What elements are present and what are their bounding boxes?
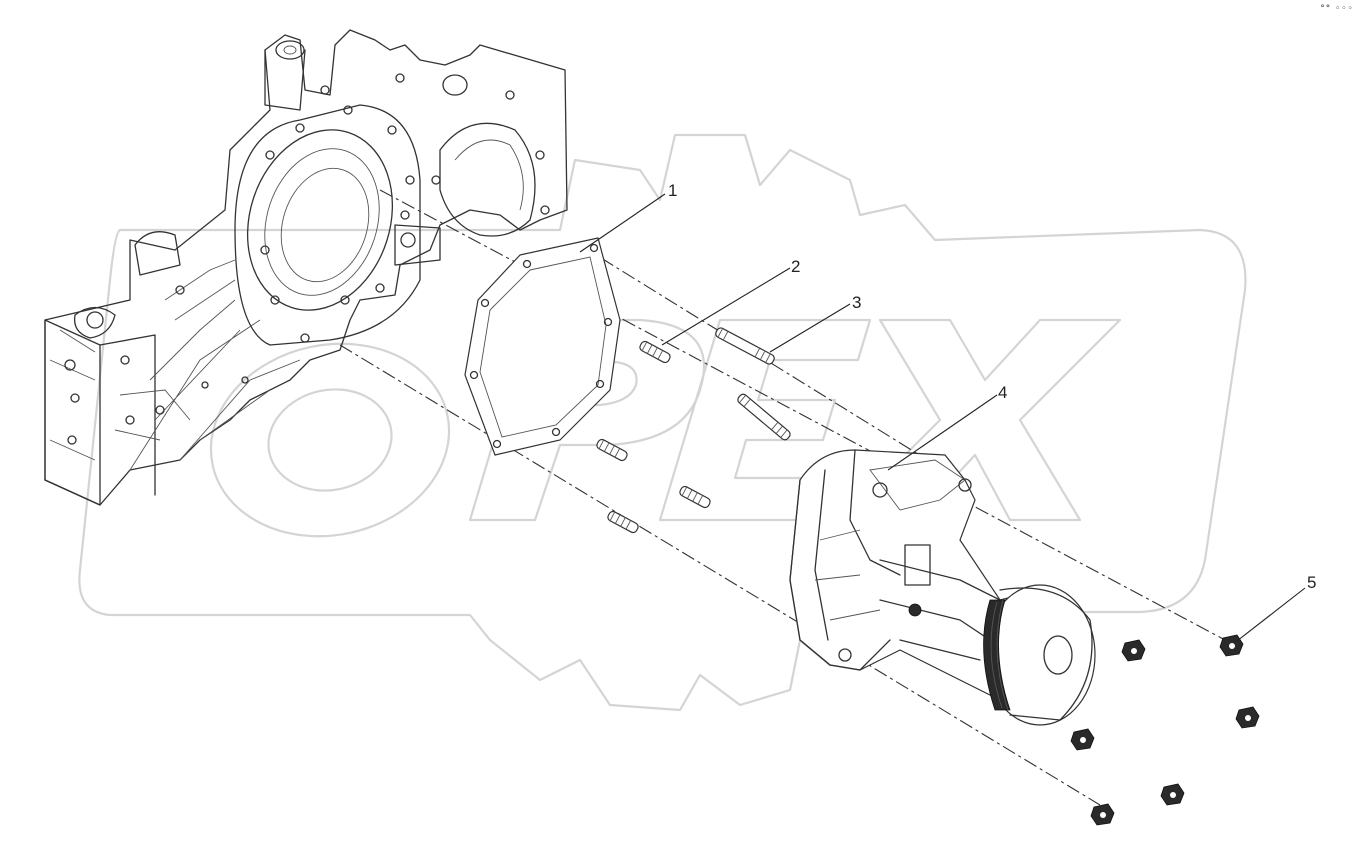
callout-label-2: 2 [791, 257, 800, 276]
watermark-letter-x [838, 318, 1122, 522]
callout-label-4: 4 [998, 383, 1007, 402]
callout-leader-4 [887, 394, 998, 471]
water-pump [789, 449, 1096, 726]
stud-long [737, 393, 791, 441]
stud-short [596, 438, 628, 462]
callout-leader-1 [579, 193, 666, 253]
callout-leader-5 [1236, 587, 1306, 642]
callout-label-1: 1 [668, 181, 677, 200]
watermark [78, 133, 1247, 712]
watermark-gear-outline [78, 133, 1247, 712]
watermark-letter-o-outer [209, 342, 451, 538]
stud-short-set [596, 340, 711, 534]
nut [1235, 706, 1260, 729]
callouts: 1 2 3 4 5 [579, 181, 1316, 642]
nut [1070, 728, 1095, 751]
corner-mark: °° ◦◦◦ [1320, 4, 1354, 14]
nut [1219, 634, 1244, 657]
gasket [464, 237, 621, 456]
stud-short [639, 340, 671, 364]
stud-short [679, 485, 711, 509]
callout-label-5: 5 [1307, 573, 1316, 592]
watermark-letter-o-inner [267, 388, 393, 492]
stud-long [715, 327, 775, 365]
callout-label-3: 3 [852, 293, 861, 312]
nut [1121, 639, 1146, 662]
timing-housing [44, 29, 568, 506]
nut [1160, 783, 1185, 806]
stud-long-set [715, 327, 791, 441]
stud-short [607, 510, 639, 534]
nut [1090, 803, 1115, 826]
nut-set [1070, 634, 1260, 826]
callout-leader-3 [769, 303, 851, 353]
assembly-centerlines [339, 189, 1226, 806]
callout-leader-2 [661, 267, 791, 346]
